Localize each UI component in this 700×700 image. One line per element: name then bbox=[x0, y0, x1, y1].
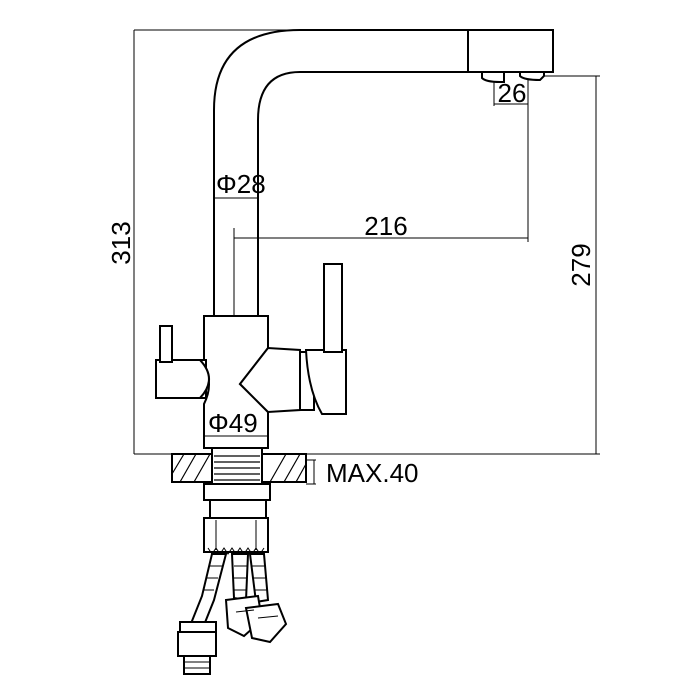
dimension-spout-height: 279 bbox=[305, 75, 600, 455]
max-thickness-label: MAX.40 bbox=[326, 458, 419, 488]
countertop-section bbox=[171, 447, 307, 485]
reach-label: 216 bbox=[364, 211, 407, 241]
tube-diameter-label: Φ28 bbox=[216, 169, 266, 199]
dimension-base-diameter: Φ49 bbox=[204, 408, 268, 438]
base-diameter-label: Φ49 bbox=[208, 408, 258, 438]
dimension-tube-diameter: Φ28 bbox=[214, 169, 266, 199]
total-height-label: 313 bbox=[106, 221, 136, 264]
supply-hoses bbox=[177, 553, 288, 675]
faucet-body bbox=[155, 263, 347, 449]
dimension-max-thickness: MAX.40 bbox=[306, 458, 419, 488]
dimension-reach: 216 bbox=[234, 76, 529, 242]
spout-height-label: 279 bbox=[566, 243, 596, 286]
spout-tube bbox=[213, 29, 554, 318]
mounting-nut bbox=[203, 483, 271, 555]
dimension-total-height: 313 bbox=[106, 29, 470, 455]
